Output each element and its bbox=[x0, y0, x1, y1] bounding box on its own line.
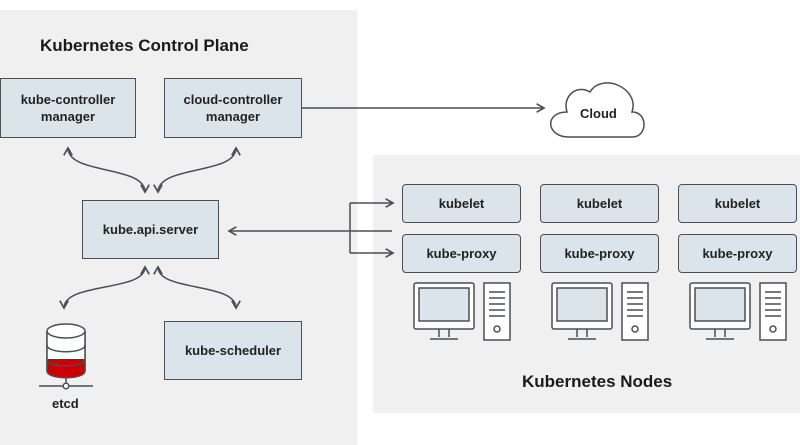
node-2-kubelet-box: kubelet bbox=[540, 184, 659, 223]
kcm-api-arrow bbox=[63, 146, 150, 194]
node-1-kubelet-box: kubelet bbox=[402, 184, 521, 223]
computer-icon-2 bbox=[551, 282, 649, 341]
api-scheduler-arrow bbox=[153, 265, 241, 310]
cloud-icon bbox=[550, 82, 645, 138]
api-server-box: kube.api.server bbox=[82, 200, 219, 259]
node-2-proxy-box: kube-proxy bbox=[540, 234, 659, 273]
cloud-controller-manager-label: cloud-controller manager bbox=[183, 92, 283, 124]
etcd-label: etcd bbox=[52, 396, 79, 411]
scheduler-label: kube-scheduler bbox=[184, 343, 282, 358]
scheduler-box: kube-scheduler bbox=[164, 321, 302, 380]
cloud-label: Cloud bbox=[580, 106, 617, 121]
nodes-title: Kubernetes Nodes bbox=[522, 372, 673, 391]
computer-icon-1 bbox=[413, 282, 511, 341]
node-3-proxy-box: kube-proxy bbox=[678, 234, 797, 273]
computer-icon-3 bbox=[689, 282, 787, 341]
control-plane-title: Kubernetes Control Plane bbox=[40, 36, 249, 55]
api-server-label: kube.api.server bbox=[102, 222, 199, 237]
etcd-database-icon bbox=[39, 323, 93, 390]
api-etcd-arrow bbox=[59, 265, 150, 310]
node-1-kubelet-label: kubelet bbox=[438, 196, 485, 211]
node-1-proxy-box: kube-proxy bbox=[402, 234, 521, 273]
cloud-controller-manager-box: cloud-controller manager bbox=[164, 78, 302, 138]
kube-controller-manager-box: kube-controller manager bbox=[0, 78, 136, 138]
ccm-api-arrow bbox=[153, 146, 241, 194]
node-1-proxy-label: kube-proxy bbox=[426, 246, 497, 261]
node-2-proxy-label: kube-proxy bbox=[564, 246, 635, 261]
kube-controller-manager-label: kube-controller manager bbox=[20, 92, 116, 124]
node-3-kubelet-box: kubelet bbox=[678, 184, 797, 223]
node-2-kubelet-label: kubelet bbox=[576, 196, 623, 211]
node-3-kubelet-label: kubelet bbox=[714, 196, 761, 211]
node-3-proxy-label: kube-proxy bbox=[702, 246, 773, 261]
